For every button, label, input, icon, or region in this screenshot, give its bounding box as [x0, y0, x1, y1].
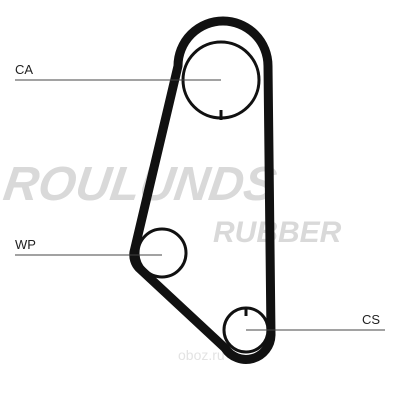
- timing-belt: [129, 16, 276, 364]
- watermark-sub: RUBBER: [213, 216, 342, 249]
- watermark-brand: ROULUNDS: [0, 157, 279, 211]
- water-pump-pulley: [136, 227, 188, 279]
- label-cs: CS: [362, 312, 380, 327]
- watermark-site: oboz.ru: [178, 347, 225, 363]
- watermark: ROULUNDS RUBBER oboz.ru: [0, 157, 341, 363]
- label-ca: CA: [15, 62, 33, 77]
- label-wp: WP: [15, 237, 36, 252]
- camshaft-pulley: [181, 40, 261, 120]
